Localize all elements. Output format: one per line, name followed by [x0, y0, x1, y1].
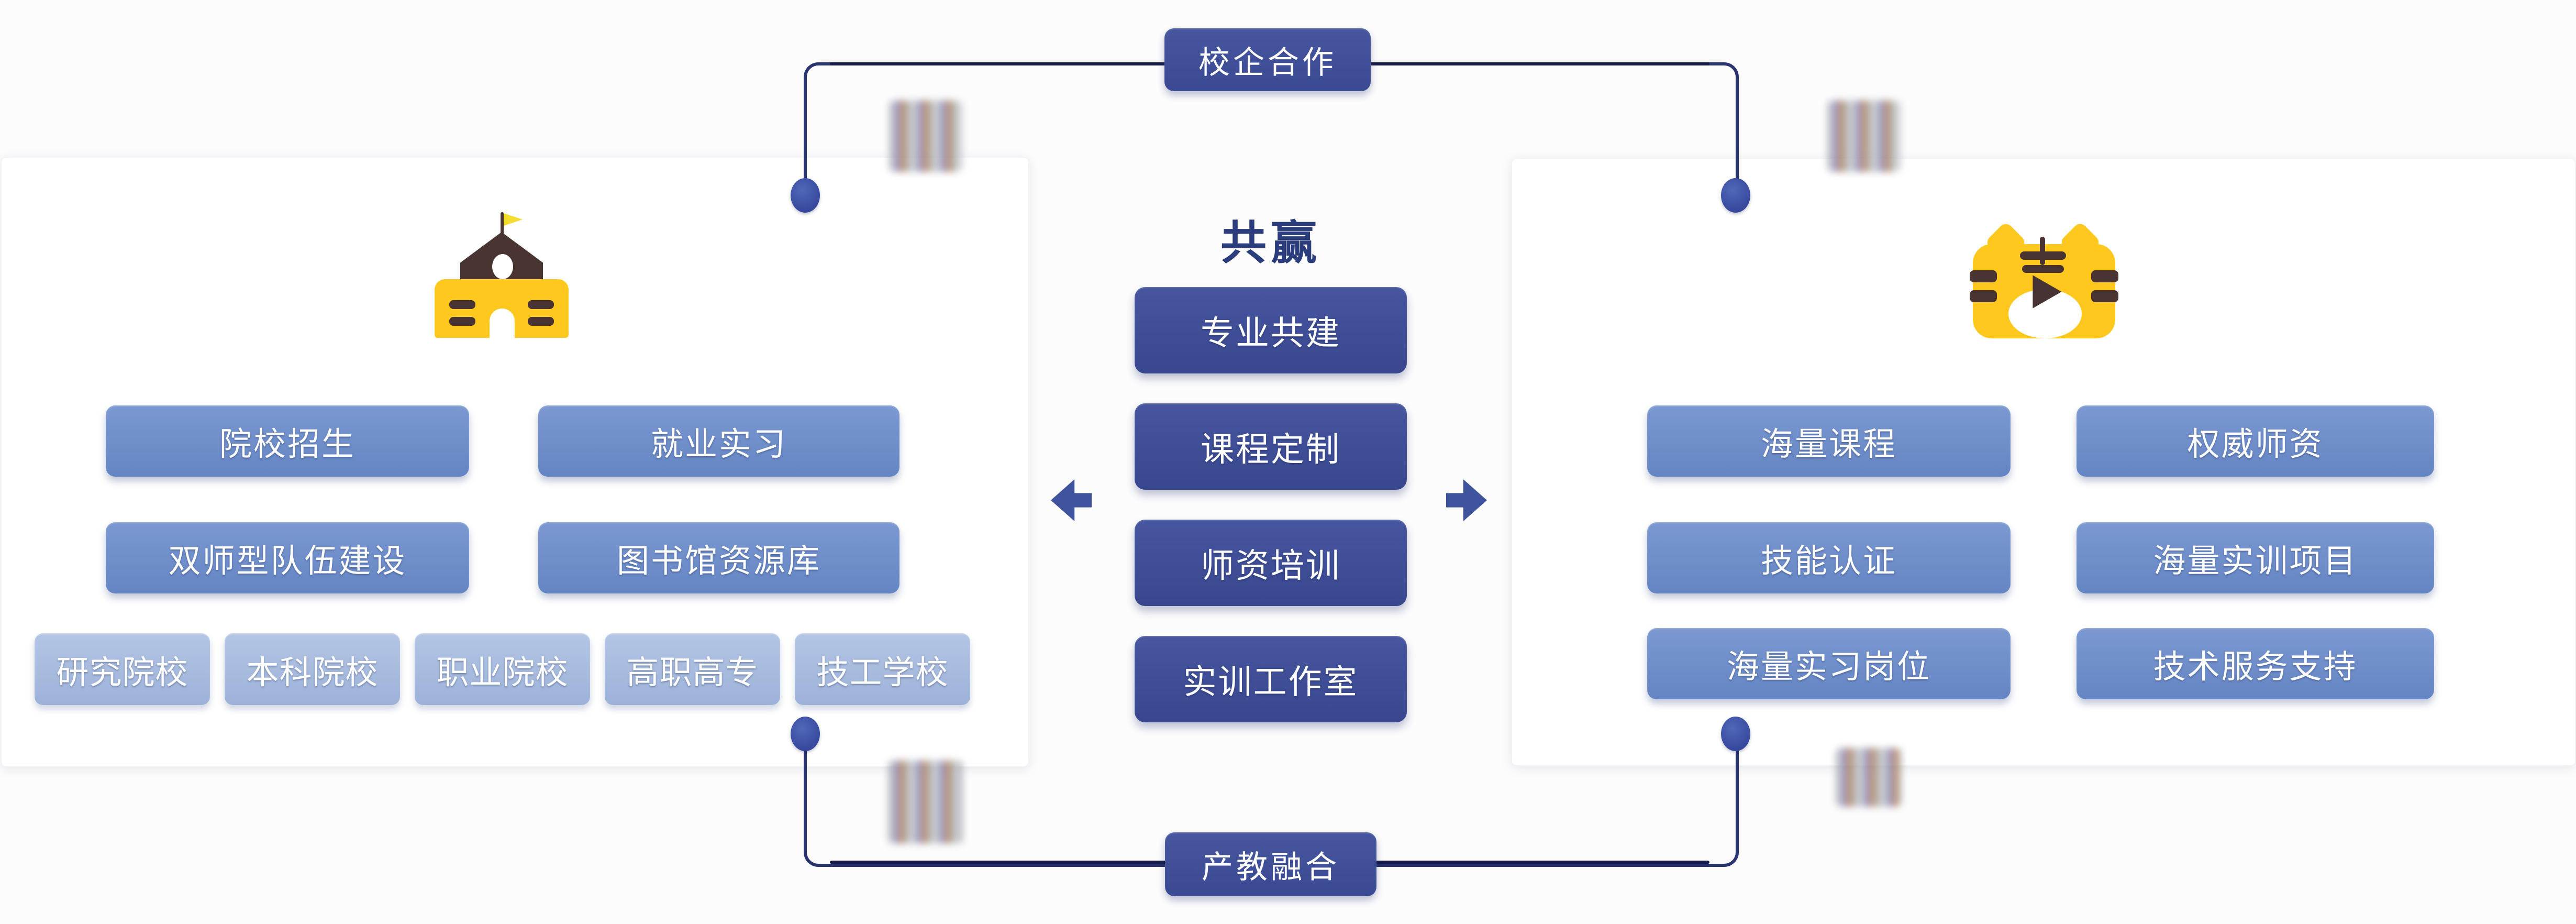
pill-undergraduate-colleges: 本科院校 [225, 633, 400, 705]
side-stripe [2091, 290, 2118, 302]
center-title: 共赢 [1220, 216, 1321, 269]
top-badge: 校企合作 [1164, 28, 1371, 91]
bottom-badge: 产教融合 [1165, 832, 1376, 896]
pill-skill-certification: 技能认证 [1647, 522, 2011, 593]
blurred-watermark [889, 761, 962, 843]
pill-research-colleges: 研究院校 [35, 633, 210, 705]
pill-internship-positions: 海量实习岗位 [1647, 628, 2011, 699]
center-pill-specialty-co-construction: 专业共建 [1135, 287, 1407, 373]
forehead-stripe [2022, 265, 2064, 273]
arrow-left-icon [1051, 479, 1092, 521]
flag-pole [501, 212, 504, 236]
side-stripe [2091, 270, 2118, 282]
connector-dot-top-left [791, 178, 820, 213]
center-pill-training-studio: 实训工作室 [1135, 636, 1407, 722]
arrow-right-icon [1446, 479, 1487, 521]
pill-technical-support: 技术服务支持 [2077, 628, 2434, 699]
tiger-video-icon [1970, 221, 2118, 339]
blurred-watermark [890, 101, 961, 172]
school-building-icon [435, 212, 569, 338]
flag-icon [504, 213, 523, 226]
pill-vocational-colleges: 职业院校 [415, 633, 590, 705]
side-stripe [1970, 270, 1997, 282]
center-pill-course-customization: 课程定制 [1135, 403, 1407, 490]
side-stripe [1970, 290, 1997, 302]
pill-college-admissions: 院校招生 [106, 405, 469, 477]
round-window [492, 254, 513, 279]
pill-dual-teacher-team: 双师型队伍建设 [106, 522, 469, 593]
window-slot [528, 300, 554, 309]
pill-library-resources: 图书馆资源库 [538, 522, 900, 593]
arch-door [490, 309, 515, 338]
window-slot [528, 317, 554, 326]
pill-higher-vocational: 高职高专 [605, 633, 780, 705]
window-slot [449, 317, 475, 326]
forehead-stripe [2020, 251, 2066, 260]
blurred-watermark [1837, 748, 1901, 807]
pill-authoritative-teachers: 权威师资 [2077, 405, 2434, 477]
blurred-watermark [1828, 101, 1900, 172]
center-pill-teacher-training: 师资培训 [1135, 520, 1407, 606]
window-slot [449, 300, 475, 309]
pill-massive-courses: 海量课程 [1647, 405, 2011, 477]
pill-employment-internship: 就业实习 [538, 405, 900, 477]
pill-technical-schools: 技工学校 [795, 633, 970, 705]
forehead-stripe [2040, 237, 2045, 265]
pill-training-projects: 海量实训项目 [2077, 522, 2434, 593]
connector-dot-bottom-right [1721, 717, 1750, 751]
connector-dot-bottom-left [791, 717, 820, 751]
connector-dot-top-right [1721, 178, 1750, 213]
